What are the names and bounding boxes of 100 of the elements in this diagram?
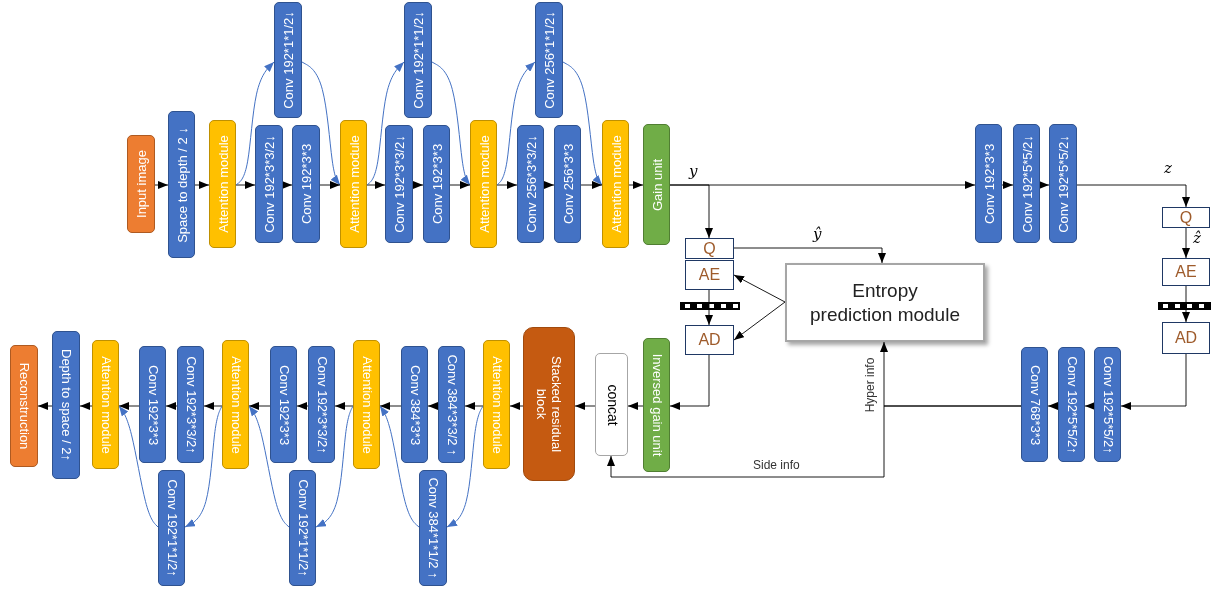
arrow [165, 402, 178, 410]
skip-arrow [235, 61, 275, 186]
conv-block [1049, 124, 1077, 243]
coder-box [1162, 258, 1210, 286]
arrow [427, 402, 439, 410]
attention-block [209, 120, 236, 248]
attention-block [353, 340, 380, 469]
conv-block [1058, 347, 1085, 462]
conv-block [139, 346, 166, 463]
block-label: Conv 384*1*1/2 ↑ [425, 477, 441, 579]
arrow [1001, 181, 1014, 189]
attention-block [470, 120, 497, 248]
block-label: Space to depth / 2 ↓ [174, 126, 189, 243]
conv-block [517, 125, 544, 243]
coder-box [1162, 322, 1210, 354]
block-label: AD [698, 331, 721, 349]
conv-block [975, 124, 1002, 243]
gain-block [643, 338, 670, 472]
edge-label: Side info [752, 458, 801, 472]
block-label: Conv 192*3*3/2↑ [183, 355, 198, 454]
conv-block [404, 2, 432, 118]
arrow [1047, 402, 1059, 410]
attention-block [340, 120, 367, 248]
skip-arrow [366, 61, 405, 186]
edge-label: Hyper info [863, 356, 878, 414]
block-label: Conv 192*3*3 [276, 364, 291, 445]
attention-block [602, 120, 629, 248]
coder-box [685, 238, 734, 259]
block-label: Conv 256*3*3 [560, 143, 575, 225]
conv-block [289, 470, 316, 586]
coder-box [685, 260, 734, 290]
attention-block [92, 340, 119, 469]
arrow [282, 181, 293, 189]
attention-block [222, 340, 249, 469]
conv-block [308, 346, 335, 463]
block-label: Reconstruction [16, 362, 32, 450]
block-label: Conv 192*1*1/2↓ [410, 11, 426, 109]
block-label: Conv 192*5*5/2↓ [1019, 134, 1034, 233]
arrow [1084, 402, 1095, 410]
block-label: Conv 256*3*3/2↓ [523, 135, 538, 233]
block-label: Attention module [215, 135, 230, 233]
block-label: Conv 192*5*5/2↑ [1100, 355, 1115, 454]
block-label: Conv 192*1*1/2↑ [164, 479, 179, 577]
block-label: Conv 192*3*3/2↑ [314, 355, 329, 454]
conv-block [168, 111, 195, 258]
skip-arrow [562, 61, 603, 186]
residual-block [523, 327, 575, 481]
block-label: Attention module [359, 355, 374, 454]
skip-arrow [118, 405, 159, 528]
block-label: Conv 192*3*3 [981, 143, 996, 224]
block-label: Q [703, 239, 716, 258]
block-label: Attention module [98, 355, 113, 454]
conv-block [554, 125, 581, 243]
io-block [127, 135, 155, 233]
block-label: Conv 192*3*3 [145, 364, 160, 445]
block-label: Q [1179, 208, 1193, 227]
arrow [79, 402, 93, 410]
block-label: Conv 192*3*3/2↓ [391, 135, 407, 233]
arrow [1039, 181, 1050, 189]
skip-arrow [496, 61, 536, 186]
conv-block [274, 2, 302, 118]
block-label: Conv 256*1*1/2↓ [541, 11, 557, 109]
conv-block [1094, 347, 1121, 462]
module-box [785, 263, 985, 342]
block-label: Input image [133, 150, 149, 218]
block-label: Conv 192*1*1/2↑ [295, 479, 310, 577]
conv-block [1013, 124, 1040, 243]
conv-block [1021, 347, 1048, 462]
conv-block [255, 125, 283, 243]
coder-box [1162, 207, 1210, 228]
block-label: AE [1175, 263, 1197, 281]
block-label: Conv 192*3*3 [298, 143, 314, 225]
block-label: Gain unit [649, 158, 664, 211]
skip-arrow [184, 405, 223, 528]
block-label: AD [1174, 329, 1198, 347]
conv-block [158, 470, 185, 586]
gain-block [643, 124, 670, 245]
arrow [543, 181, 555, 189]
conv-block [423, 125, 450, 243]
block-label: Inversed gain unit [649, 353, 664, 457]
arrow [296, 402, 309, 410]
skip-arrow [379, 405, 420, 528]
block-label: Stacked residual block [534, 354, 564, 454]
io-block [10, 345, 38, 467]
block-label: Conv 192*1*1/2↓ [280, 11, 296, 109]
block-label: Attention module [489, 355, 504, 454]
conv-block [177, 346, 204, 463]
block-label: Entropy prediction module [809, 278, 961, 327]
edge-label: ŷ [812, 226, 823, 243]
conv-block [292, 125, 320, 243]
skip-arrow [446, 405, 484, 528]
block-label: Conv 192*5*5/2↓ [1055, 134, 1071, 233]
block-label: Attention module [476, 135, 491, 233]
block-label: Attention module [228, 355, 243, 454]
block-label: AE [698, 266, 721, 284]
conv-block [385, 125, 413, 243]
arrow [412, 181, 424, 189]
conv-block [535, 2, 563, 118]
block-label: Conv 192*5*5/2↑ [1064, 355, 1079, 454]
block-label: Attention module [346, 135, 361, 233]
